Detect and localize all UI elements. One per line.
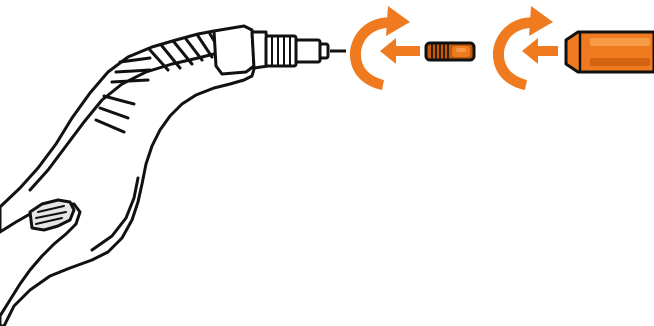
torch-neck — [214, 26, 254, 74]
nozzle — [566, 32, 654, 72]
push-arrow-icon — [380, 38, 420, 64]
rotate-arrow-icon — [493, 6, 558, 90]
rotate-arrow-icon — [350, 6, 420, 90]
gas-diffuser — [266, 36, 328, 66]
welding-torch — [0, 26, 328, 326]
contact-tip — [426, 43, 474, 60]
push-arrow-icon — [522, 38, 558, 64]
